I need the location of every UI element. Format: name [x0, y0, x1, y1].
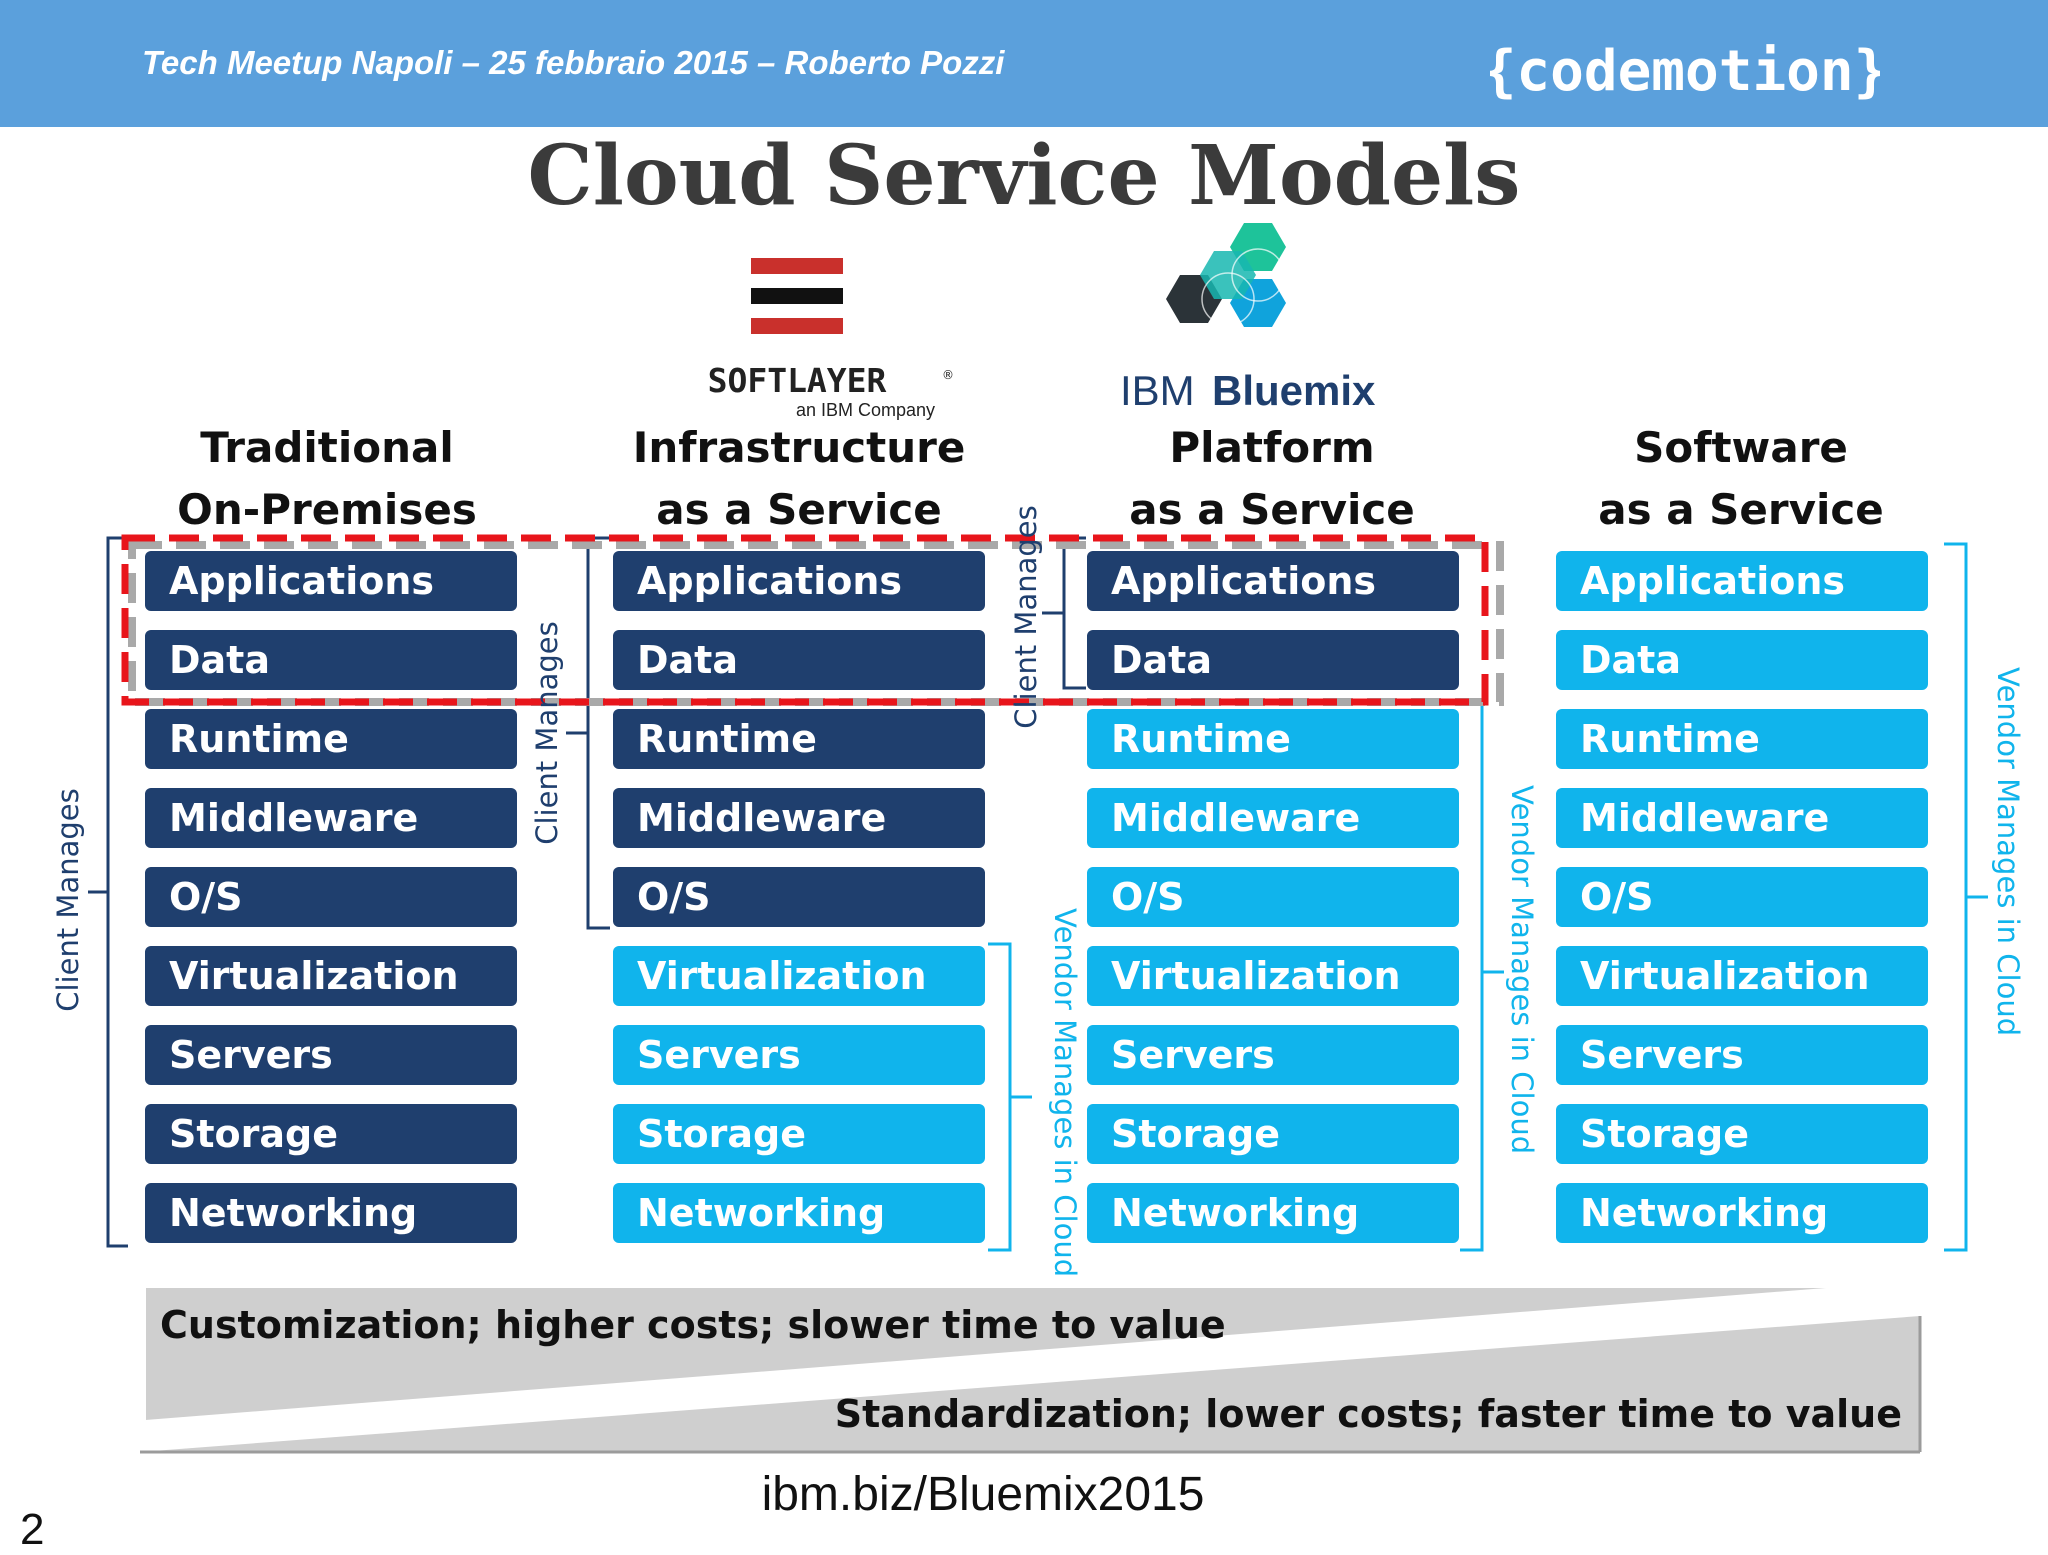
- layer-tile-traditional-os: O/S: [145, 867, 517, 927]
- layer-tile-paas-servers: Servers: [1087, 1025, 1459, 1085]
- layer-tile-traditional-servers: Servers: [145, 1025, 517, 1085]
- layer-tile-iaas-data: Data: [613, 630, 985, 690]
- layer-tile-saas-virtualization: Virtualization: [1556, 946, 1928, 1006]
- layer-tile-traditional-middleware: Middleware: [145, 788, 517, 848]
- column-heading-line2: On-Premises: [177, 485, 477, 534]
- layer-tile-paas-os: O/S: [1087, 867, 1459, 927]
- layer-tile-saas-applications: Applications: [1556, 551, 1928, 611]
- column-heading-line1: Platform: [1169, 423, 1375, 472]
- softlayer-logo: SOFTLAYER ® an IBM Company: [708, 258, 954, 420]
- layer-tile-iaas-runtime: Runtime: [613, 709, 985, 769]
- tradeoff-top-text: Customization; higher costs; slower time…: [160, 1303, 1226, 1347]
- column-heading-saas: Software as a Service: [1541, 417, 1941, 541]
- footer-url: ibm.biz/Bluemix2015: [761, 1468, 1205, 1521]
- bluemix-name: Bluemix: [1212, 367, 1376, 414]
- highlight-apps-data: [121, 534, 1489, 706]
- layer-tile-traditional-virtualization: Virtualization: [145, 946, 517, 1006]
- layer-tile-paas-applications: Applications: [1087, 551, 1459, 611]
- highlight-shadow: [128, 541, 1504, 706]
- layer-tile-saas-data: Data: [1556, 630, 1928, 690]
- codemotion-logo: {codemotion}: [1490, 39, 1880, 104]
- layer-tile-iaas-middleware: Middleware: [613, 788, 985, 848]
- header-event-text: Tech Meetup Napoli – 25 febbraio 2015 – …: [142, 44, 1005, 81]
- softlayer-tagline: an IBM Company: [796, 400, 935, 420]
- layer-tile-saas-runtime: Runtime: [1556, 709, 1928, 769]
- column-heading-paas: Platform as a Service: [1072, 417, 1472, 541]
- layer-tile-paas-middleware: Middleware: [1087, 788, 1459, 848]
- tradeoff-bottom-wedge: [140, 1316, 1920, 1452]
- layer-tile-paas-storage: Storage: [1087, 1104, 1459, 1164]
- layer-tile-traditional-applications: Applications: [145, 551, 517, 611]
- layer-tile-traditional-networking: Networking: [145, 1183, 517, 1243]
- column-heading-line2: as a Service: [656, 485, 942, 534]
- layer-tile-iaas-networking: Networking: [613, 1183, 985, 1243]
- layer-tile-iaas-applications: Applications: [613, 551, 985, 611]
- layer-tile-paas-data: Data: [1087, 630, 1459, 690]
- layer-tile-iaas-storage: Storage: [613, 1104, 985, 1164]
- tradeoff-bottom-text: Standardization; lower costs; faster tim…: [834, 1392, 1902, 1436]
- layer-tile-traditional-data: Data: [145, 630, 517, 690]
- layer-tile-paas-virtualization: Virtualization: [1087, 946, 1459, 1006]
- softlayer-name: SOFTLAYER: [708, 361, 887, 400]
- column-heading-line1: Traditional: [200, 423, 454, 472]
- layer-tile-paas-runtime: Runtime: [1087, 709, 1459, 769]
- bluemix-prefix: IBM: [1120, 367, 1195, 414]
- softlayer-registered: ®: [942, 368, 954, 382]
- column-heading-iaas: Infrastructure as a Service: [599, 417, 999, 541]
- layer-tile-iaas-os: O/S: [613, 867, 985, 927]
- page-number: 2: [20, 1505, 45, 1554]
- slide-title: Cloud Service Models: [527, 128, 1521, 224]
- column-heading-line2: as a Service: [1129, 485, 1415, 534]
- layer-tile-traditional-storage: Storage: [145, 1104, 517, 1164]
- bluemix-logo: IBM Bluemix: [1120, 223, 1376, 414]
- layer-tile-paas-networking: Networking: [1087, 1183, 1459, 1243]
- layer-tile-traditional-runtime: Runtime: [145, 709, 517, 769]
- layer-tile-saas-servers: Servers: [1556, 1025, 1928, 1085]
- layer-tile-saas-storage: Storage: [1556, 1104, 1928, 1164]
- column-heading-line2: as a Service: [1598, 485, 1884, 534]
- layer-tile-iaas-servers: Servers: [613, 1025, 985, 1085]
- layer-tile-saas-networking: Networking: [1556, 1183, 1928, 1243]
- column-heading-traditional: Traditional On-Premises: [127, 417, 527, 541]
- codemotion-logo-text: {codemotion}: [1490, 39, 1880, 104]
- layer-tile-saas-middleware: Middleware: [1556, 788, 1928, 848]
- column-heading-line1: Software: [1634, 423, 1848, 472]
- column-heading-line1: Infrastructure: [632, 423, 966, 472]
- header-bar: [0, 0, 2048, 127]
- layer-tile-iaas-virtualization: Virtualization: [613, 946, 985, 1006]
- layer-tile-saas-os: O/S: [1556, 867, 1928, 927]
